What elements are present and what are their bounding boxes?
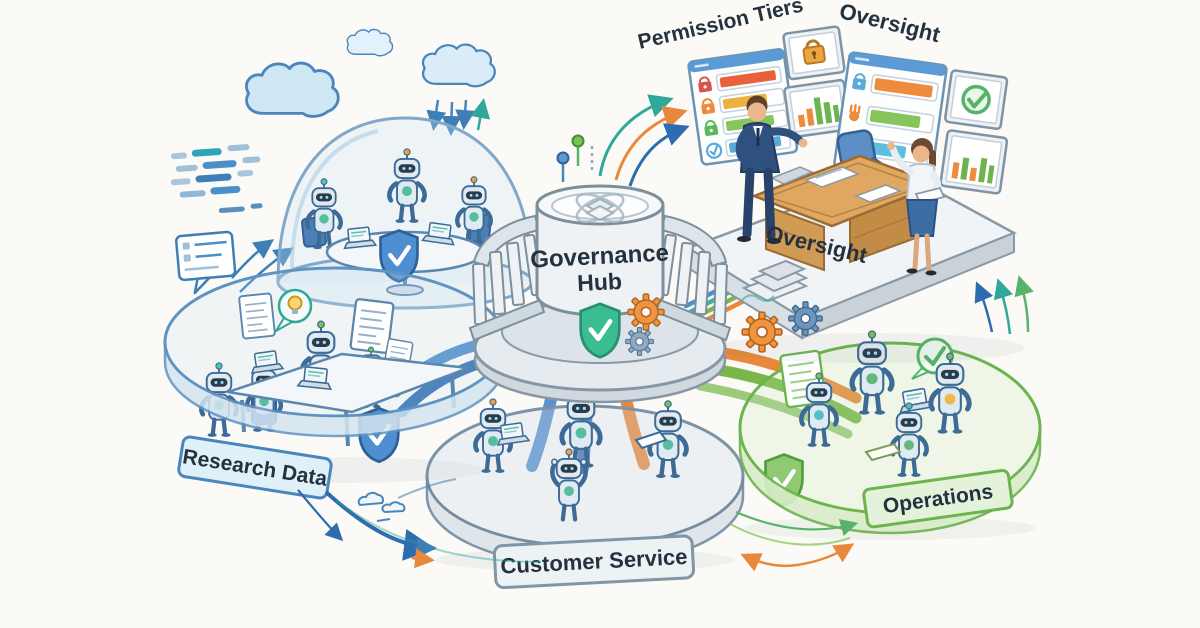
work-table: [227, 352, 469, 414]
approved-mini-panel: [944, 69, 1009, 131]
data-stream-lines: [170, 144, 263, 214]
review-row: [852, 73, 939, 102]
pin-icon: [556, 151, 570, 165]
document-icon: [237, 292, 277, 340]
oversight-panel-title: Oversight: [837, 0, 943, 47]
steps: [741, 259, 809, 303]
gear-icon: [741, 311, 783, 353]
governance-hub: Governance Hub: [468, 184, 732, 404]
operations-label: Operations: [862, 468, 1014, 529]
zone-operations: Operations: [738, 331, 1042, 540]
research-data-label: Research Data: [177, 435, 333, 500]
oversight-platform: Oversight: [683, 95, 1025, 363]
permission-tiers-title: Permission Tiers: [636, 0, 806, 54]
shield-check-icon: [581, 304, 620, 357]
hand-icon: [849, 104, 861, 122]
rain-cloud-icon: [421, 43, 496, 88]
metrics-mini-panel: [783, 78, 852, 139]
presenter-man: [735, 95, 808, 244]
inflow-arrows: [231, 239, 295, 293]
tablet-icon: [634, 430, 668, 450]
bar-chart-icon: [797, 97, 841, 128]
lightbulb-icon: [273, 288, 313, 334]
cloud-icon: [245, 61, 340, 118]
cloud-icon: [346, 28, 394, 57]
review-row: [849, 104, 935, 134]
service-inflow-arrows: [411, 538, 437, 569]
gear-icon: [624, 326, 655, 357]
tablet-icon: [864, 442, 902, 462]
hub-title-line2: Hub: [577, 268, 623, 296]
reviewer-woman: [887, 138, 946, 276]
bar-chart-icon: [951, 157, 995, 184]
speech-document: [175, 230, 237, 295]
hub-to-panel-arrows: [598, 94, 690, 187]
service-to-operations-arrows: [729, 510, 859, 572]
gear-icon: [627, 293, 665, 331]
tier-row: [698, 65, 783, 93]
oversight-review-panel: [833, 51, 948, 182]
zone-research-data: Research Data: [163, 266, 507, 500]
lock-icon: [802, 39, 826, 65]
customer-service-label: Customer Service: [492, 534, 696, 590]
thought-cloud-doodle: [357, 478, 457, 522]
zone-customer-service: Customer Service: [425, 387, 745, 590]
paper: [803, 166, 861, 188]
pin-icon: [571, 134, 585, 148]
check-circle-icon: [706, 142, 723, 159]
metrics-mini-panel-2: [939, 129, 1009, 195]
colonnade-left: [468, 214, 546, 342]
operations-to-platform-arrows: [974, 275, 1034, 335]
check-circle-icon: [961, 84, 991, 115]
squiggle: [741, 294, 775, 302]
paper: [853, 184, 903, 203]
status-pins: [556, 134, 594, 182]
colonnade-right: [654, 214, 732, 342]
desk-slate: [770, 166, 814, 185]
lock-mini-panel: [782, 25, 846, 81]
ai-core-icon: [575, 193, 625, 223]
cloud-group: [245, 28, 496, 136]
gear-icon: [788, 301, 823, 336]
